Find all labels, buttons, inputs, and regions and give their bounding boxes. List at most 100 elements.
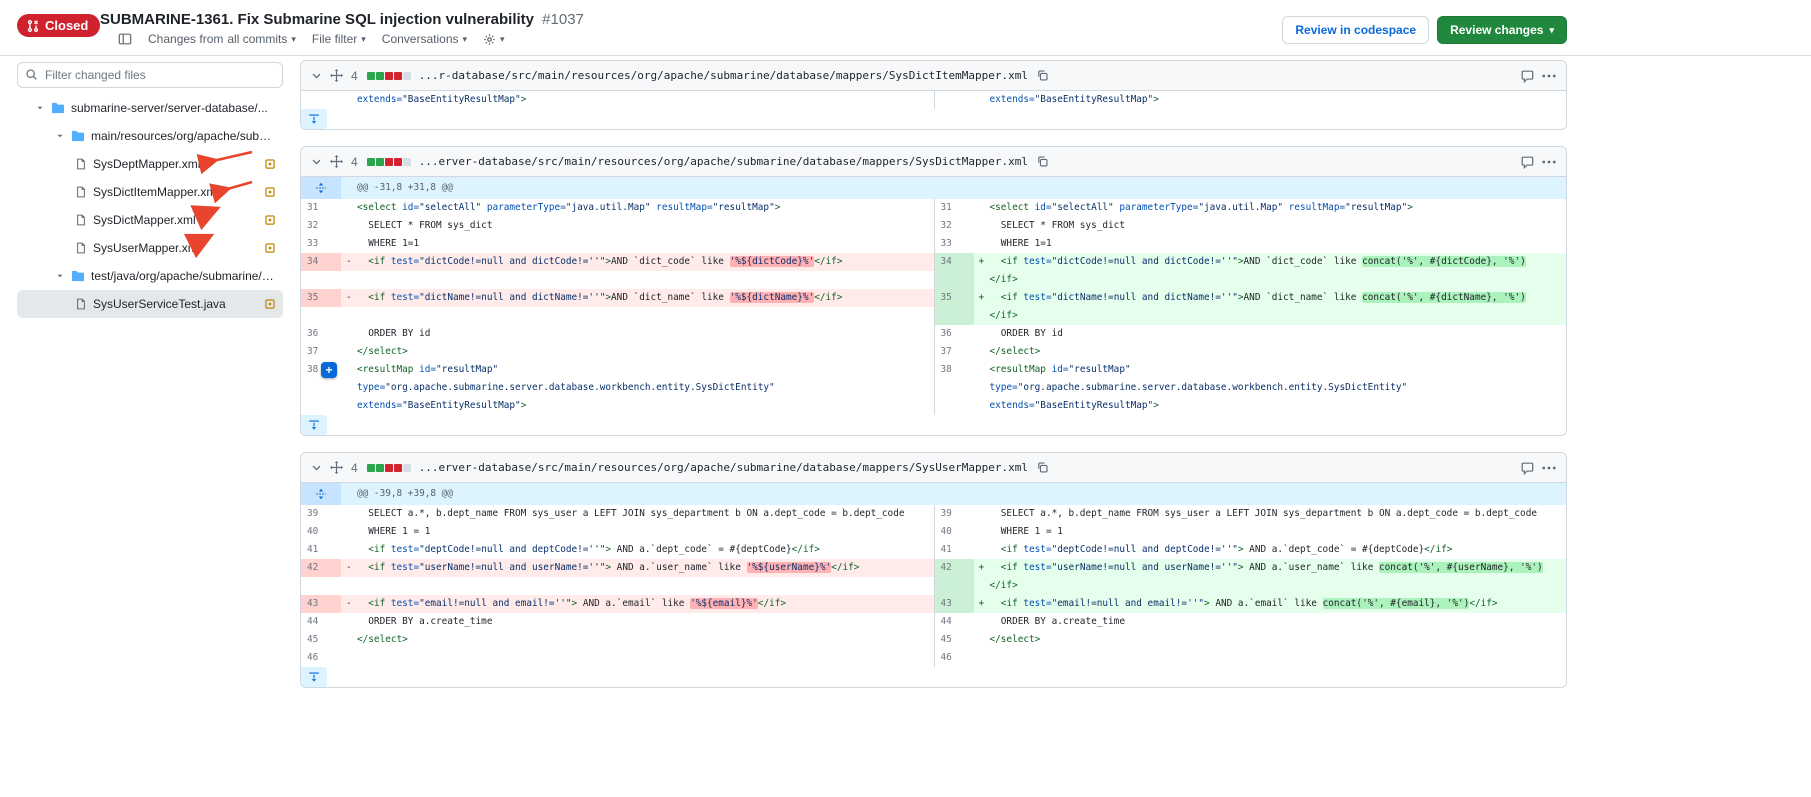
chevron-down-icon[interactable] [311, 462, 322, 473]
line-number[interactable]: 40 [933, 523, 974, 541]
file-modified-icon [265, 159, 275, 169]
line-number[interactable]: 37 [301, 343, 341, 361]
line-number[interactable]: 31 [301, 199, 341, 217]
expand-down-button[interactable] [301, 415, 327, 435]
tree-item-label: SysDeptMapper.xml [93, 157, 201, 171]
tree-file-row[interactable]: SysDeptMapper.xml [17, 150, 283, 178]
line-number[interactable]: 32 [301, 217, 341, 235]
line-number[interactable]: 44 [933, 613, 974, 631]
review-in-codespace-button[interactable]: Review in codespace [1282, 16, 1430, 44]
chevron-down-icon[interactable] [311, 70, 322, 81]
pr-status-label: Closed [45, 18, 89, 33]
diff-settings-dropdown[interactable]: ▾ [483, 33, 505, 46]
line-number[interactable] [301, 271, 341, 289]
line-number[interactable]: 34 [301, 253, 341, 271]
hunk-expand-button[interactable] [301, 177, 341, 199]
expand-down-button[interactable] [301, 109, 327, 129]
line-number[interactable]: 41 [301, 541, 341, 559]
line-number[interactable]: 37 [933, 343, 974, 361]
code-line: </select> [973, 631, 1566, 649]
line-number[interactable]: 40 [301, 523, 341, 541]
tree-folder-row[interactable]: test/java/org/apache/submarine/s... [17, 262, 283, 290]
line-number[interactable] [301, 307, 341, 325]
tree-folder-row[interactable]: main/resources/org/apache/subm... [17, 122, 283, 150]
line-number[interactable]: 31 [933, 199, 974, 217]
line-number[interactable]: 33 [301, 235, 341, 253]
line-number[interactable] [301, 379, 341, 397]
line-number[interactable] [933, 577, 974, 595]
chevron-down-icon[interactable] [311, 156, 322, 167]
chevron-down-icon[interactable] [35, 103, 45, 113]
line-number[interactable]: 36 [933, 325, 974, 343]
line-number[interactable] [933, 271, 974, 289]
add-comment-button[interactable]: + [321, 362, 337, 378]
copy-icon[interactable] [1036, 69, 1049, 82]
line-number[interactable] [301, 577, 341, 595]
line-number[interactable]: 45 [933, 631, 974, 649]
conversations-dropdown[interactable]: Conversations ▾ [382, 32, 467, 46]
line-number[interactable] [301, 91, 341, 109]
tree-folder-row[interactable]: submarine-server/server-database/... [17, 94, 283, 122]
kebab-icon[interactable] [1542, 160, 1556, 164]
code-line: + <if test="dictCode!=null and dictCode!… [973, 253, 1566, 271]
review-changes-button[interactable]: Review changes ▾ [1437, 16, 1567, 44]
comment-icon[interactable] [1520, 155, 1534, 169]
file-filter-dropdown[interactable]: File filter ▾ [312, 32, 366, 46]
sidebar-toggle-icon[interactable] [118, 32, 132, 46]
line-number[interactable]: 43 [301, 595, 341, 613]
tree-file-row[interactable]: SysUserServiceTest.java [17, 290, 283, 318]
line-number[interactable]: 35 [933, 289, 974, 307]
tree-file-row[interactable]: SysUserMapper.xml [17, 234, 283, 262]
line-number[interactable]: 46 [301, 649, 341, 667]
line-number[interactable] [933, 91, 974, 109]
comment-icon[interactable] [1520, 69, 1534, 83]
line-number[interactable]: 38+ [301, 361, 341, 379]
diffstat [366, 463, 411, 472]
line-number[interactable] [933, 379, 974, 397]
code-line [341, 307, 934, 325]
code-line: <resultMap id="resultMap" [973, 361, 1566, 379]
line-number[interactable]: 39 [933, 505, 974, 523]
folder-icon [71, 270, 85, 282]
code-line: extends="BaseEntityResultMap"> [341, 397, 934, 415]
line-number[interactable]: 43 [933, 595, 974, 613]
line-number[interactable]: 42 [933, 559, 974, 577]
hunk-row: @@ -31,8 +31,8 @@ [301, 177, 1566, 199]
changes-from-dropdown[interactable]: Changes from all commits ▾ [148, 32, 296, 46]
chevron-down-icon[interactable] [55, 131, 65, 141]
line-number[interactable]: 35 [301, 289, 341, 307]
file-icon [75, 297, 87, 311]
drag-handle-icon[interactable] [330, 69, 343, 82]
line-number[interactable]: 39 [301, 505, 341, 523]
line-number[interactable] [301, 397, 341, 415]
drag-handle-icon[interactable] [330, 155, 343, 168]
line-number[interactable]: 42 [301, 559, 341, 577]
hunk-expand-button[interactable] [301, 483, 341, 505]
tree-item-label: test/java/org/apache/submarine/s... [91, 269, 275, 283]
copy-icon[interactable] [1036, 155, 1049, 168]
line-number[interactable]: 45 [301, 631, 341, 649]
kebab-icon[interactable] [1542, 74, 1556, 78]
line-number[interactable]: 33 [933, 235, 974, 253]
line-number[interactable]: 41 [933, 541, 974, 559]
chevron-down-icon[interactable] [55, 271, 65, 281]
comment-icon[interactable] [1520, 461, 1534, 475]
file-filter-input[interactable] [17, 62, 283, 88]
tree-file-row[interactable]: SysDictMapper.xml [17, 206, 283, 234]
code-line: WHERE 1=1 [973, 235, 1566, 253]
line-number[interactable] [933, 397, 974, 415]
line-number[interactable]: 34 [933, 253, 974, 271]
line-number[interactable]: 38 [933, 361, 974, 379]
copy-icon[interactable] [1036, 461, 1049, 474]
line-number[interactable]: 32 [933, 217, 974, 235]
expand-down-button[interactable] [301, 667, 327, 687]
tree-file-row[interactable]: SysDictItemMapper.xml [17, 178, 283, 206]
line-number[interactable]: 46 [933, 649, 974, 667]
drag-handle-icon[interactable] [330, 461, 343, 474]
kebab-icon[interactable] [1542, 466, 1556, 470]
line-number[interactable] [933, 307, 974, 325]
line-number[interactable]: 36 [301, 325, 341, 343]
line-number[interactable]: 44 [301, 613, 341, 631]
diff-marker: + [978, 562, 985, 573]
pr-number: #1037 [542, 11, 584, 28]
